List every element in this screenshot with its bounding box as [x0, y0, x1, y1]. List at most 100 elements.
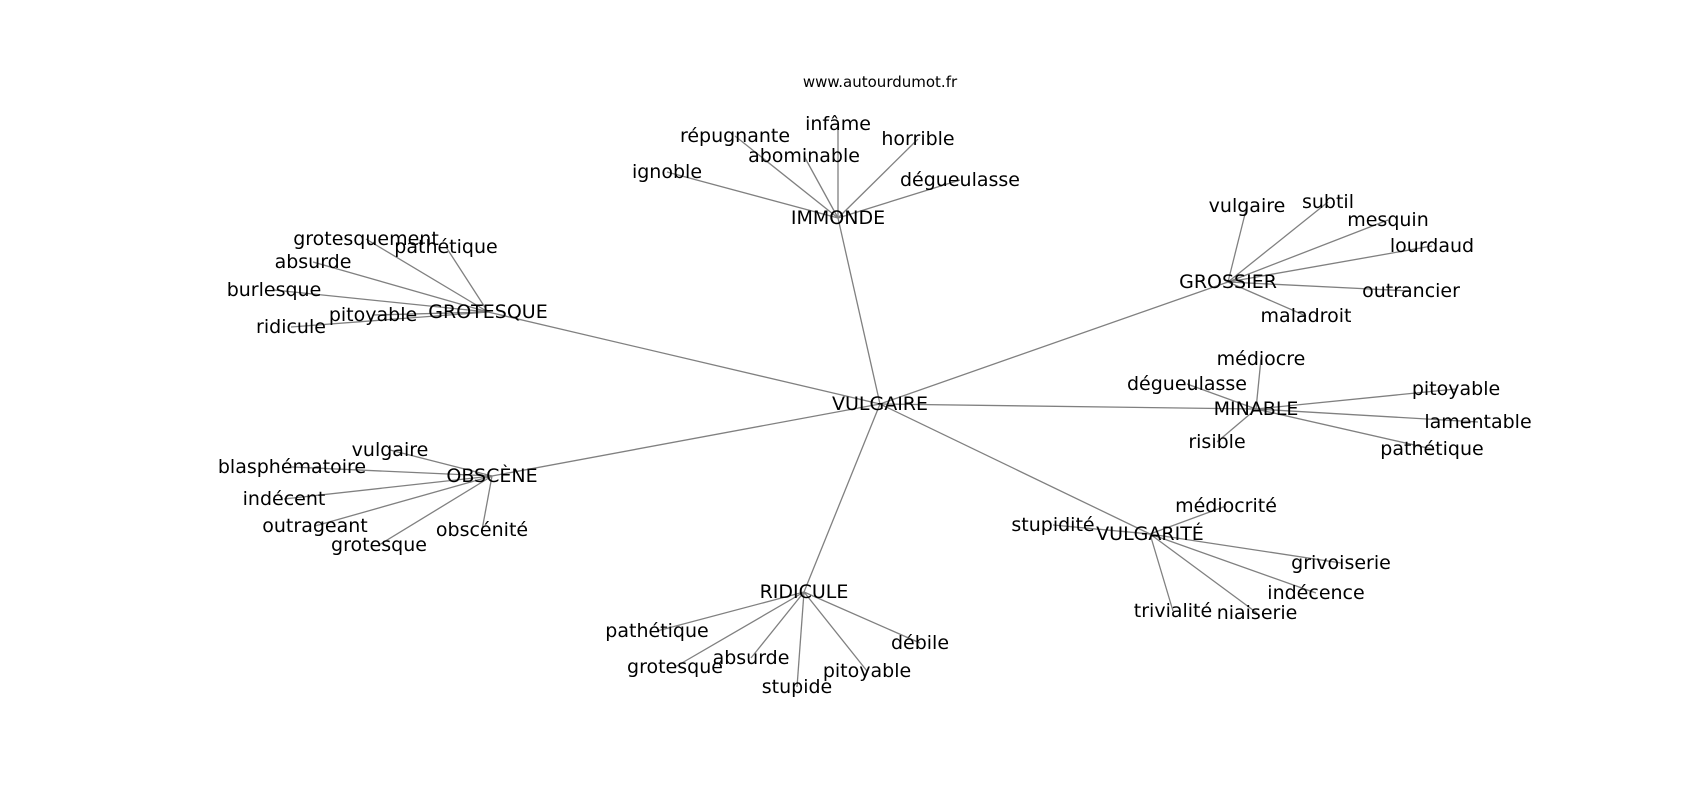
node-group-minable[interactable]: MINABLE [1214, 398, 1299, 420]
node-word-grossier-mesquin[interactable]: mesquin [1347, 209, 1429, 231]
edge-vulgarite-trivialite [1149, 533, 1174, 612]
node-word-minable-risible[interactable]: risible [1188, 431, 1245, 453]
edge-immonde-ignoble [666, 171, 839, 219]
edge-grotesque-absurde [312, 261, 489, 313]
edge-immonde-degueulasse [837, 179, 961, 219]
edge-grossier-lourdaud [1227, 245, 1433, 283]
node-word-ridicule-pitoyable[interactable]: pitoyable [823, 660, 911, 682]
edge-ridicule-debile [803, 591, 921, 644]
edge-vulgarite-mediocrite [1149, 505, 1227, 535]
edge-center-grotesque [487, 311, 881, 405]
node-word-ridicule-absurde[interactable]: absurde [713, 647, 790, 669]
edge-minable-risible [1216, 408, 1257, 443]
node-word-immonde-ignoble[interactable]: ignoble [632, 161, 702, 183]
node-group-vulgarite[interactable]: VULGARITÉ [1096, 522, 1204, 545]
node-word-minable-mediocre[interactable]: médiocre [1217, 348, 1306, 370]
edge-ridicule-pitoyable [803, 591, 868, 672]
edge-obscene-blasphematoire [291, 466, 493, 477]
node-word-immonde-horrible[interactable]: horrible [881, 128, 954, 150]
edge-minable-lamentable [1255, 408, 1479, 423]
node-word-ridicule-stupide[interactable]: stupide [762, 676, 832, 698]
node-word-vulgarite-niaiserie[interactable]: niaiserie [1217, 602, 1298, 624]
node-word-ridicule-grotesque[interactable]: grotesque [627, 656, 723, 678]
node-word-grossier-subtil[interactable]: subtil [1302, 191, 1354, 213]
edge-obscene-vulgaire [389, 449, 493, 477]
node-center-vulgaire[interactable]: VULGAIRE [832, 393, 928, 415]
node-word-obscene-grotesque[interactable]: grotesque [331, 534, 427, 556]
edge-grossier-outrancier [1227, 281, 1412, 292]
edge-ridicule-stupide [796, 591, 805, 688]
node-word-minable-pitoyable[interactable]: pitoyable [1412, 378, 1500, 400]
edge-obscene-grotesque [378, 475, 493, 546]
edge-minable-degueulasse [1186, 383, 1257, 410]
edge-center-vulgarite [879, 403, 1151, 535]
edge-grossier-maladroit [1227, 281, 1307, 317]
source-credit: www.autourdumot.fr [803, 73, 958, 91]
edge-grotesque-burlesque [273, 289, 489, 313]
node-word-grossier-outrancier[interactable]: outrancier [1362, 280, 1460, 302]
edge-minable-pathetique [1255, 408, 1433, 450]
node-word-obscene-indecent[interactable]: indécent [243, 488, 326, 510]
edge-grotesque-pitoyable [372, 311, 489, 316]
edge-vulgarite-stupidite [1052, 524, 1151, 535]
edge-minable-pitoyable [1255, 388, 1457, 410]
edge-obscene-outrageant [314, 475, 493, 527]
node-word-obscene-outrageant[interactable]: outrageant [262, 515, 367, 537]
node-word-vulgarite-indecence[interactable]: indécence [1267, 582, 1364, 604]
edge-vulgarite-niaiserie [1149, 533, 1258, 614]
edge-grossier-subtil [1227, 201, 1329, 283]
node-word-grossier-maladroit[interactable]: maladroit [1261, 305, 1352, 327]
edge-obscene-indecent [283, 475, 493, 500]
node-word-grossier-lourdaud[interactable]: lourdaud [1390, 235, 1474, 257]
edge-grossier-vulgaire [1227, 205, 1248, 283]
edge-obscene-obscenite [481, 475, 493, 531]
node-word-vulgarite-trivialite[interactable]: trivialité [1134, 600, 1212, 622]
edge-ridicule-grotesque [674, 591, 805, 668]
node-word-grotesque-ridicule[interactable]: ridicule [256, 316, 326, 338]
edge-vulgarite-grivoiserie [1149, 533, 1342, 564]
node-word-ridicule-pathetique[interactable]: pathétique [605, 620, 708, 642]
node-word-grossier-vulgaire[interactable]: vulgaire [1209, 195, 1286, 217]
edge-center-obscene [491, 403, 881, 477]
node-word-obscene-obscenite[interactable]: obscénité [436, 519, 528, 541]
node-group-immonde[interactable]: IMMONDE [791, 207, 885, 229]
node-group-grossier[interactable]: GROSSIER [1179, 271, 1277, 293]
node-word-minable-lamentable[interactable]: lamentable [1424, 411, 1531, 433]
node-group-grotesque[interactable]: GROTESQUE [428, 301, 547, 323]
edge-ridicule-pathetique [656, 591, 805, 632]
edge-minable-mediocre [1255, 358, 1262, 410]
node-word-vulgarite-mediocrite[interactable]: médiocrité [1175, 495, 1277, 517]
edge-immonde-abominable [803, 155, 839, 219]
node-word-grotesque-pathetique[interactable]: pathétique [394, 236, 497, 258]
node-group-obscene[interactable]: OBSCÈNE [446, 464, 537, 487]
node-word-grotesque-pitoyable[interactable]: pitoyable [329, 304, 417, 326]
graph-edges [273, 124, 1479, 688]
edge-grotesque-grotesquement [365, 238, 489, 313]
edge-immonde-horrible [837, 138, 919, 219]
edge-center-immonde [837, 217, 881, 405]
node-word-minable-pathetique[interactable]: pathétique [1380, 438, 1483, 460]
node-word-obscene-vulgaire[interactable]: vulgaire [352, 439, 429, 461]
node-word-vulgarite-grivoiserie[interactable]: grivoiserie [1291, 552, 1391, 574]
edge-immonde-repugnante [734, 135, 839, 219]
node-word-obscene-blasphematoire[interactable]: blasphématoire [218, 456, 366, 478]
node-word-grotesque-burlesque[interactable]: burlesque [227, 279, 322, 301]
node-word-immonde-repugnante[interactable]: répugnante [680, 125, 790, 147]
edge-center-minable [879, 403, 1257, 410]
node-word-immonde-abominable[interactable]: abominable [748, 145, 860, 167]
node-word-minable-degueulasse[interactable]: dégueulasse [1127, 373, 1247, 395]
node-word-ridicule-debile[interactable]: débile [891, 632, 949, 654]
node-word-vulgarite-stupidite[interactable]: stupidité [1011, 514, 1094, 536]
edge-grotesque-pathetique [445, 246, 489, 313]
edge-grotesque-ridicule [290, 311, 489, 328]
edge-ridicule-absurde [750, 591, 805, 659]
node-word-immonde-degueulasse[interactable]: dégueulasse [900, 169, 1020, 191]
node-group-ridicule[interactable]: RIDICULE [760, 581, 849, 603]
edge-vulgarite-indecence [1149, 533, 1317, 594]
edge-center-ridicule [803, 403, 881, 593]
node-word-grotesque-grotesquement[interactable]: grotesquement [293, 228, 439, 250]
node-word-grotesque-absurde[interactable]: absurde [275, 251, 352, 273]
node-word-immonde-infame[interactable]: infâme [805, 113, 871, 135]
edge-center-grossier [879, 281, 1229, 405]
